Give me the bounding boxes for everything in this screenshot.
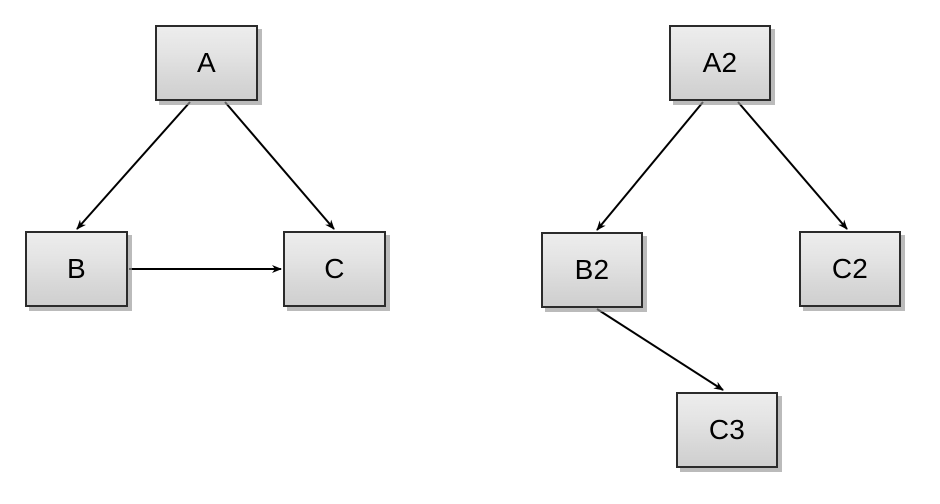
- node-c3-label: C3: [708, 414, 746, 445]
- edge-a2-to-c2: [737, 101, 848, 230]
- node-a-label: A: [197, 47, 216, 78]
- edge-b2-to-c3: [596, 308, 724, 391]
- node-c-label: C: [324, 253, 345, 284]
- node-a[interactable]: A: [155, 25, 258, 101]
- edge-a-to-c: [224, 101, 335, 230]
- node-a2-label: A2: [702, 47, 738, 78]
- node-c2-label: C2: [831, 253, 869, 284]
- node-b2-label: B2: [574, 254, 610, 285]
- edge-a-to-b: [76, 101, 191, 230]
- node-b[interactable]: B: [25, 231, 128, 307]
- node-c3[interactable]: C3: [676, 392, 778, 468]
- node-b2[interactable]: B2: [541, 232, 643, 308]
- edge-a2-to-b2: [596, 101, 704, 231]
- node-c[interactable]: C: [283, 231, 386, 307]
- node-b-label: B: [67, 253, 86, 284]
- node-a2[interactable]: A2: [669, 25, 771, 101]
- node-c2[interactable]: C2: [799, 231, 901, 307]
